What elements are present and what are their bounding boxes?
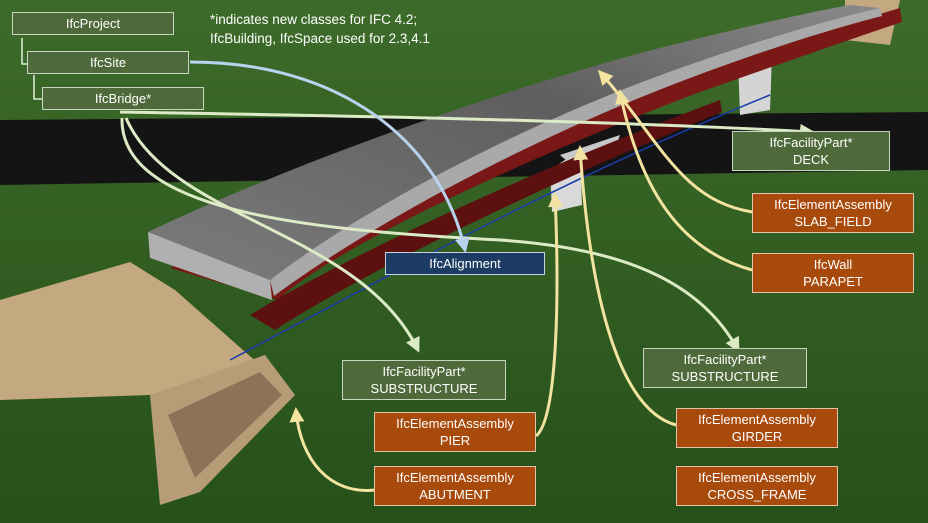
girder-type: GIRDER: [731, 429, 783, 444]
parapet-class: IfcWall: [813, 257, 853, 272]
substructure-left-class: IfcFacilityPart*: [382, 364, 466, 379]
arrow-girder: [573, 145, 677, 427]
label-substructure-right: IfcFacilityPart* SUBSTRUCTURE: [643, 348, 807, 388]
label-ifc-alignment: IfcAlignment: [385, 252, 545, 275]
cross-frame-class: IfcElementAssembly: [698, 470, 816, 485]
arrow-site-to-alignment: [189, 60, 470, 253]
deck-top: [148, 5, 880, 280]
arrow-bridge-to-substructure-left: [124, 117, 420, 353]
label-parapet: IfcWall PARAPET: [752, 253, 914, 293]
ifc-version-note: *indicates new classes for IFC 4.2; IfcB…: [210, 10, 430, 48]
substructure-left-type: SUBSTRUCTURE: [370, 381, 478, 396]
label-slab-field: IfcElementAssembly SLAB_FIELD: [752, 193, 914, 233]
label-girder: IfcElementAssembly GIRDER: [676, 408, 838, 448]
arrow-pier: [534, 192, 564, 438]
alignment-curve: [229, 94, 771, 361]
label-ifc-project: IfcProject: [12, 12, 174, 35]
pier-class: IfcElementAssembly: [396, 416, 514, 431]
girder-class: IfcElementAssembly: [698, 412, 816, 427]
arrow-bridge-to-deck: [119, 110, 815, 139]
tree-connector-project: [21, 38, 28, 65]
cross-frame-type: CROSS_FRAME: [707, 487, 807, 502]
parapet-type: PARAPET: [803, 274, 863, 289]
label-ifc-bridge: IfcBridge*: [42, 87, 204, 110]
label-substructure-left: IfcFacilityPart* SUBSTRUCTURE: [342, 360, 506, 400]
abutment-type: ABUTMENT: [419, 487, 491, 502]
label-cross-frame: IfcElementAssembly CROSS_FRAME: [676, 466, 838, 506]
arrow-abutment: [289, 407, 376, 492]
label-deck: IfcFacilityPart* DECK: [732, 131, 890, 171]
label-pier: IfcElementAssembly PIER: [374, 412, 536, 452]
deck-class: IfcFacilityPart*: [769, 135, 853, 150]
slab-field-class: IfcElementAssembly: [774, 197, 892, 212]
deck-edge: [148, 232, 272, 300]
pier-type: PIER: [439, 433, 471, 448]
tree-connector-site: [33, 75, 42, 100]
deck-type: DECK: [792, 152, 830, 167]
label-abutment: IfcElementAssembly ABUTMENT: [374, 466, 536, 506]
note-line-1: *indicates new classes for IFC 4.2;: [210, 12, 418, 27]
arrow-parapet: [615, 89, 753, 272]
abutment-gravel: [168, 372, 282, 478]
slab-field-type: SLAB_FIELD: [794, 214, 872, 229]
substructure-right-class: IfcFacilityPart*: [683, 352, 767, 367]
substructure-right-type: SUBSTRUCTURE: [671, 369, 779, 384]
girder-lower: [250, 100, 722, 330]
abutment-class: IfcElementAssembly: [396, 470, 514, 485]
label-ifc-site: IfcSite: [27, 51, 189, 74]
abutment-embankment: [0, 262, 260, 400]
note-line-2: IfcBuilding, IfcSpace used for 2.3,4.1: [210, 31, 430, 46]
